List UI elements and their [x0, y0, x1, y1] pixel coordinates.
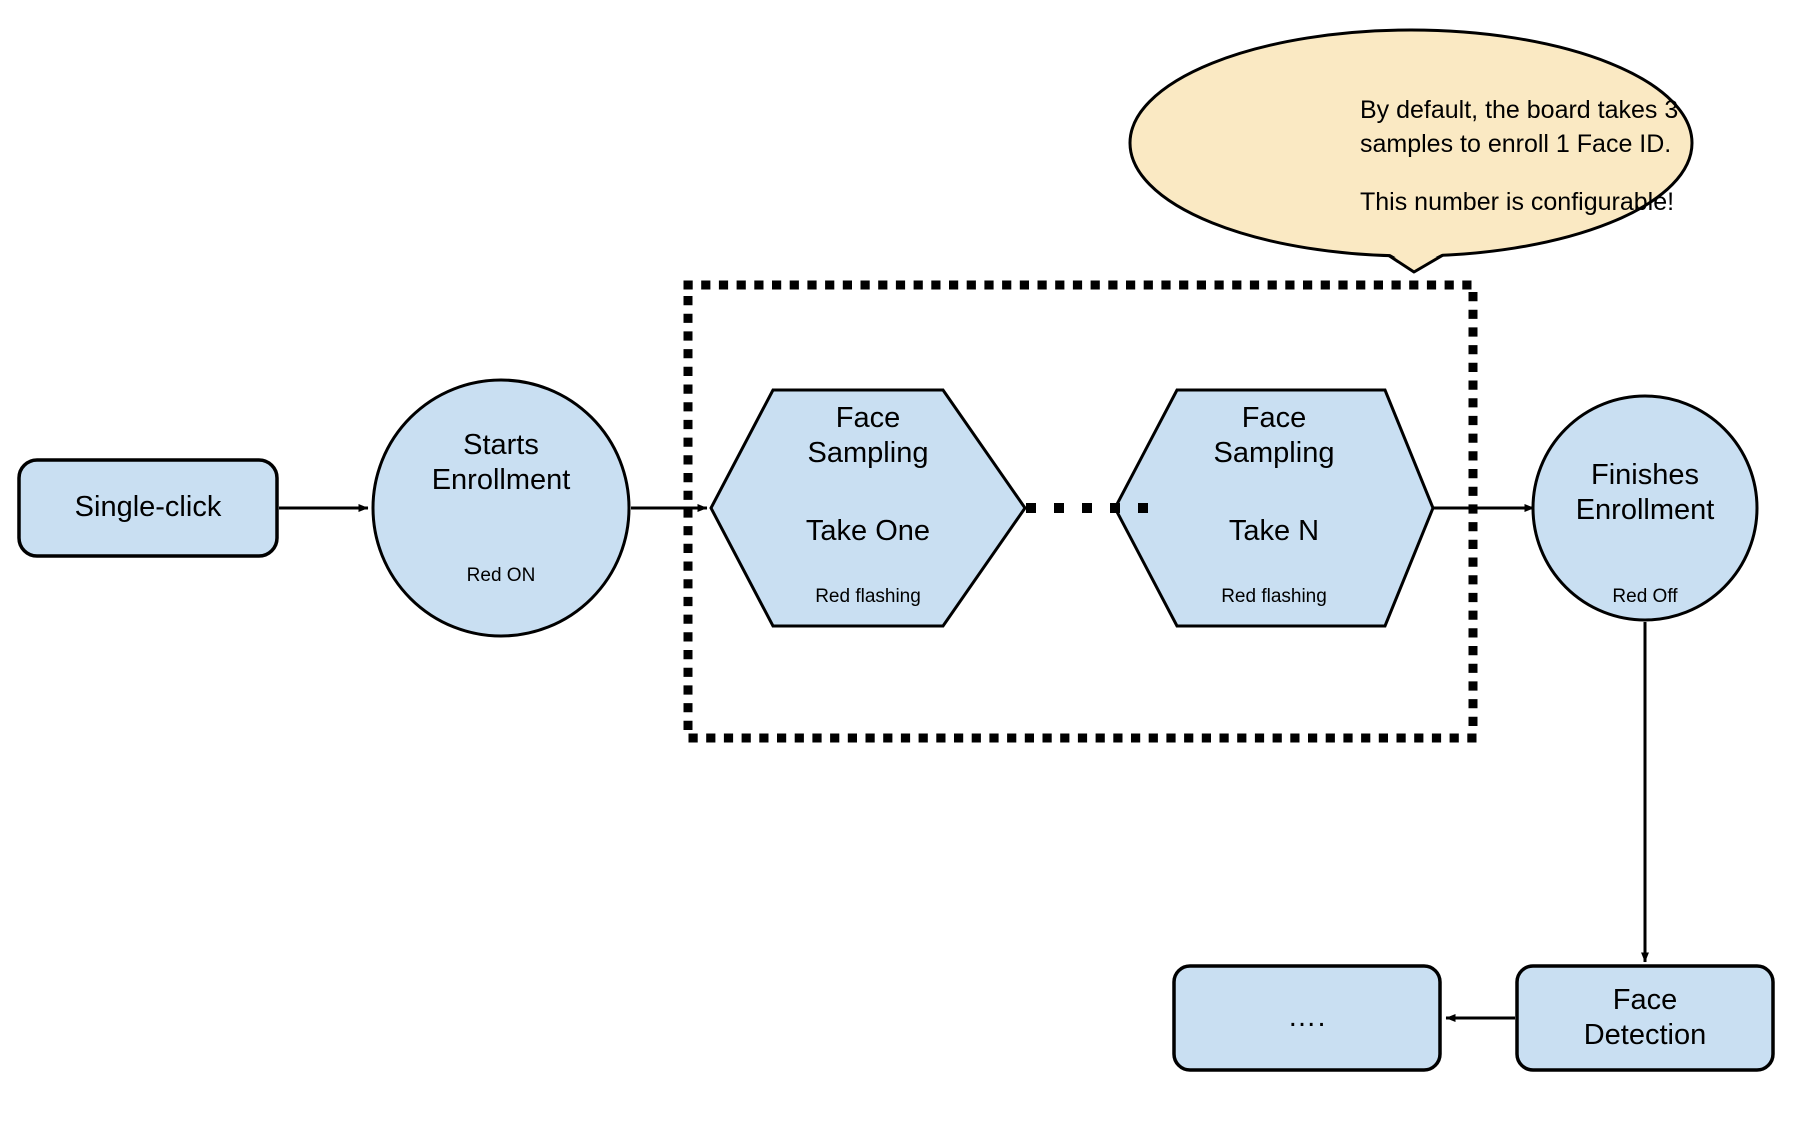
callout-line-2: samples to enroll 1 Face ID.: [1360, 130, 1672, 158]
starts-enrollment-shape[interactable]: [371, 378, 631, 638]
ellipsis-next-shape[interactable]: [1172, 964, 1442, 1072]
sampling-loop-group-border: [683, 280, 1478, 743]
callout-tail-inner-mask: [1337, 223, 1487, 268]
finishes-enrollment-shape[interactable]: [1531, 394, 1759, 622]
ellipsis-connector-dots: [1026, 503, 1148, 513]
face-detection-shape[interactable]: [1515, 964, 1775, 1072]
face-sampling-one-shape[interactable]: [709, 388, 1027, 628]
single-click-shape[interactable]: [17, 458, 279, 558]
callout-line-3: This number is configurable!: [1360, 188, 1675, 216]
face-sampling-n-shape[interactable]: [1113, 388, 1435, 628]
callout-line-1: By default, the board takes 3: [1360, 96, 1679, 124]
